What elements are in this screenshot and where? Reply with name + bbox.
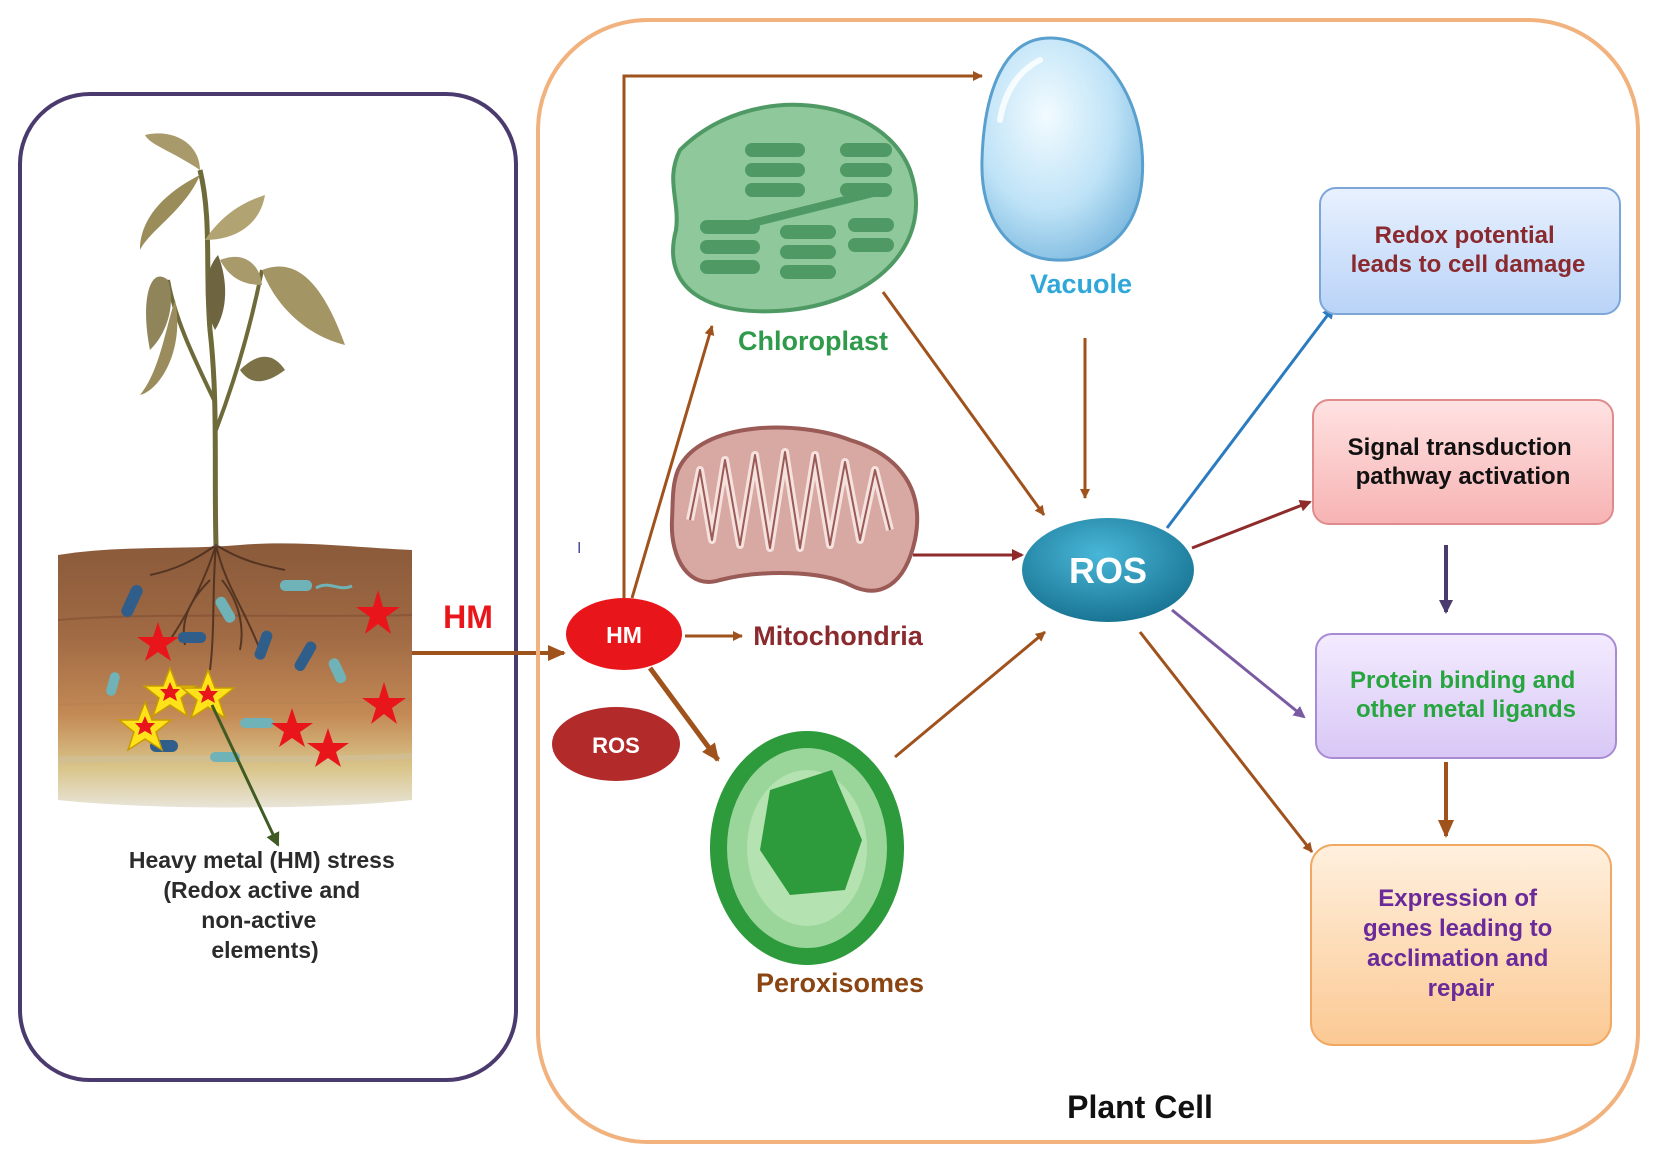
ros-small-label: ROS [592, 733, 640, 758]
expression-line-4: repair [1428, 975, 1495, 1002]
stray-mark: I [577, 540, 581, 557]
svg-text:Expression of genes lead: Expression of genes leading to acclimati… [1363, 885, 1559, 1002]
chloroplast-label: Chloroplast [738, 326, 888, 356]
plant-illustration [140, 133, 345, 546]
svg-text:Signal transduction path: Signal transduction pathway activation [1348, 434, 1579, 490]
mitochondria-label: Mitochondria [753, 621, 923, 651]
soil-caption-line-3: non-active [201, 907, 316, 933]
hm-node-label: HM [606, 622, 642, 648]
ros-small-node [552, 707, 680, 781]
vacuole-organelle [980, 36, 1145, 262]
hm-arrows [622, 71, 983, 762]
expression-line-2: genes leading to [1363, 915, 1552, 942]
soil-illustration [57, 543, 413, 808]
protein-line-1: Protein binding and [1350, 667, 1575, 694]
plant-cell-title: Plant Cell [1067, 1089, 1213, 1125]
hm-to-vacuole-arrow [622, 71, 983, 598]
ros-outcome-arrows [1138, 306, 1335, 853]
peroxisome-to-ros-arrow [894, 630, 1046, 759]
ros-center-node [1022, 518, 1194, 622]
peroxisome-organelle [710, 731, 904, 965]
caption-pointer-arrow [210, 704, 280, 847]
ros-to-expression-arrow [1138, 631, 1314, 853]
ros-center-label: ROS [1069, 550, 1147, 591]
outcome-signal-box: Signal transduction pathway activation [1312, 399, 1614, 525]
soil-caption-line-1: Heavy metal (HM) stress [129, 847, 395, 873]
redox-line-1: Redox potential [1375, 222, 1555, 249]
hm-to-peroxisome-arrow [647, 666, 721, 762]
svg-text:Protein binding and othe: Protein binding and other metal ligands [1350, 667, 1582, 723]
outcome-expression-box: Expression of genes leading to acclimati… [1310, 844, 1612, 1046]
mitochondria-organelle [669, 425, 920, 593]
expression-line-1: Expression of [1378, 885, 1538, 912]
svg-text:Redox potential leads to: Redox potential leads to cell damage [1351, 222, 1586, 278]
vacuole-label: Vacuole [1030, 269, 1132, 299]
soil-caption: Heavy metal (HM) stress (Redox active an… [129, 847, 401, 963]
outcome-protein-box: Protein binding and other metal ligands [1315, 633, 1617, 759]
signal-line-2: pathway activation [1356, 463, 1571, 490]
chloroplast-organelle [671, 102, 918, 314]
redox-line-2: leads to cell damage [1351, 251, 1586, 278]
hm-to-chloroplast-arrow [630, 325, 715, 599]
hm-arrow-label: HM [443, 599, 493, 635]
expression-line-3: acclimation and [1367, 945, 1548, 972]
peroxisomes-label: Peroxisomes [756, 968, 924, 998]
soil-caption-line-2: (Redox active and [163, 877, 360, 903]
chloroplast-to-ros-arrow [881, 291, 1046, 516]
soil-caption-line-4: elements) [211, 937, 318, 963]
plant-cell-frame [536, 18, 1640, 1144]
signal-line-1: Signal transduction [1348, 434, 1572, 461]
protein-line-2: other metal ligands [1356, 696, 1576, 723]
ros-to-signal-arrow [1191, 500, 1312, 550]
ros-to-protein-arrow [1171, 608, 1306, 719]
hm-node [566, 598, 682, 670]
organelle-ros-arrows [881, 291, 1090, 759]
outcome-redox-box: Redox potential leads to cell damage [1319, 187, 1621, 315]
ros-to-redox-arrow [1165, 306, 1335, 529]
